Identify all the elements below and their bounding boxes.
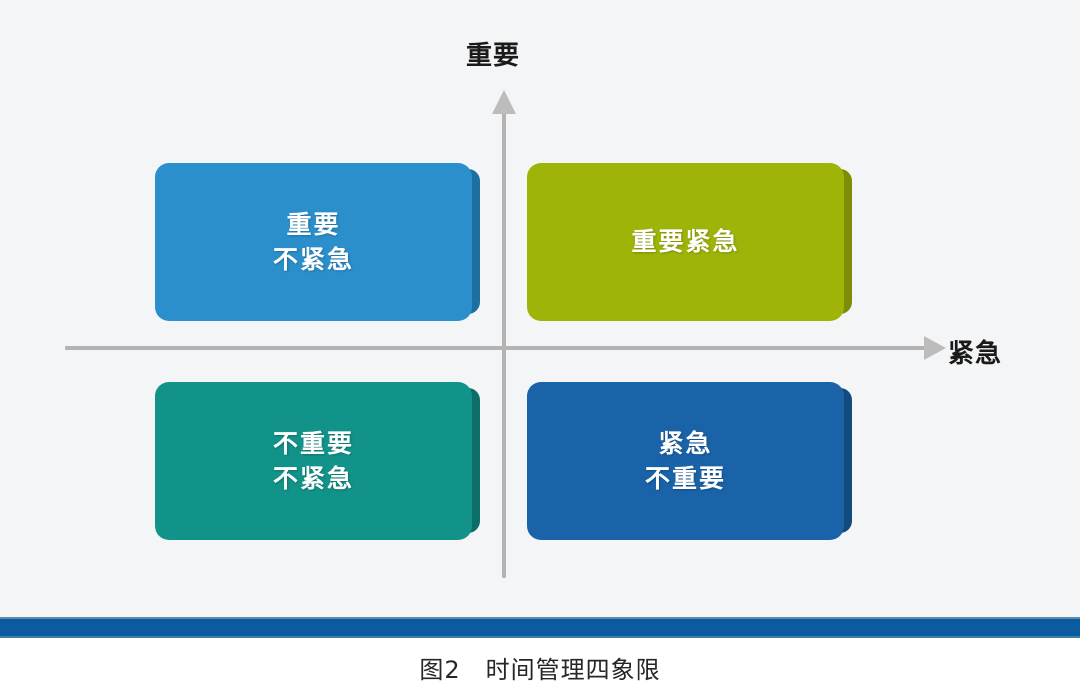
vertical-axis-line [502,112,506,578]
horizontal-axis-line [65,346,931,350]
horizontal-axis-arrow-icon [924,336,946,360]
quadrant-important-not-urgent[interactable]: 重要 不紧急 [155,163,480,321]
band-bottom-hairline [0,636,1080,638]
quadrant-not-important-not-urgent[interactable]: 不重要 不紧急 [155,382,480,540]
quadrant-label-line: 不紧急 [272,464,354,493]
quadrant-label-line: 不紧急 [272,245,354,274]
vertical-axis-label: 重要 [466,41,521,71]
quadrant-label-line: 不重要 [644,464,726,493]
quadrant-face: 紧急 不重要 [527,382,844,540]
quadrant-face: 不重要 不紧急 [155,382,472,540]
quadrant-face: 重要紧急 [527,163,844,321]
quadrant-important-urgent[interactable]: 重要紧急 [527,163,852,321]
quadrant-face: 重要 不紧急 [155,163,472,321]
band-top-hairline [0,617,1080,619]
quadrant-label-line: 不重要 [272,428,354,458]
band-fill [0,619,1080,636]
vertical-axis-arrow-icon [492,90,516,114]
horizontal-axis-label: 紧急 [948,339,1003,369]
bottom-blue-band [0,617,1080,638]
figure-caption: 图2 时间管理四象限 [419,656,661,684]
quadrant-urgent-not-important[interactable]: 紧急 不重要 [527,382,852,540]
quadrant-label-line: 重要 [286,209,341,239]
quadrant-label-line: 重要紧急 [631,227,740,257]
quadrant-label-line: 紧急 [658,428,713,458]
